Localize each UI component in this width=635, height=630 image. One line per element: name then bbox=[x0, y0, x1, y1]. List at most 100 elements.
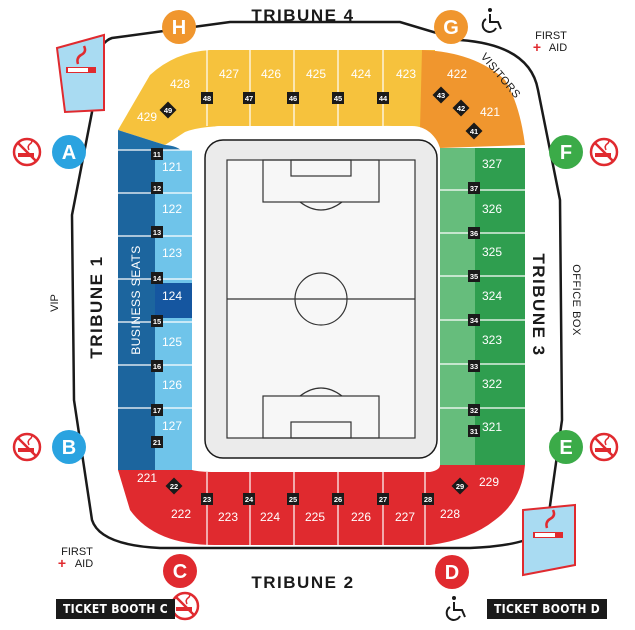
section-label: 124 bbox=[162, 289, 182, 303]
svg-text:36: 36 bbox=[470, 229, 478, 238]
section-label: 126 bbox=[162, 378, 182, 392]
svg-text:13: 13 bbox=[153, 228, 161, 237]
entrance-badge: 28 bbox=[422, 493, 434, 505]
svg-text:48: 48 bbox=[203, 94, 211, 103]
svg-text:A: A bbox=[62, 142, 76, 164]
section-label: 323 bbox=[482, 333, 502, 347]
section-label: 224 bbox=[260, 510, 280, 524]
first-aid-sw: FIRST + AID bbox=[58, 546, 93, 571]
first-aid-ne: FIRST + AID bbox=[533, 30, 567, 55]
smoking-area-icon bbox=[533, 509, 563, 538]
ticket-booth-c: TICKET BOOTH C bbox=[56, 599, 176, 619]
svg-text:AID: AID bbox=[549, 42, 567, 54]
svg-text:49: 49 bbox=[164, 106, 172, 115]
svg-text:FIRST: FIRST bbox=[535, 30, 567, 42]
svg-text:47: 47 bbox=[245, 94, 253, 103]
svg-text:17: 17 bbox=[153, 406, 161, 415]
svg-text:32: 32 bbox=[470, 406, 478, 415]
section-label: 229 bbox=[479, 475, 499, 489]
svg-text:FIRST: FIRST bbox=[61, 546, 93, 558]
entrance-badge: 21 bbox=[151, 436, 163, 448]
entrance-badge: 26 bbox=[332, 493, 344, 505]
section-label: 123 bbox=[162, 246, 182, 260]
svg-text:21: 21 bbox=[153, 438, 161, 447]
vip-label: VIP bbox=[49, 294, 61, 312]
gate-c: C bbox=[163, 554, 197, 588]
section-124-highlight bbox=[155, 283, 192, 318]
no-smoking-icon bbox=[12, 432, 42, 462]
svg-text:35: 35 bbox=[470, 272, 478, 281]
entrance-badge: 13 bbox=[151, 226, 163, 238]
section-label: 127 bbox=[162, 419, 182, 433]
gate-h: H bbox=[162, 10, 196, 44]
wheelchair-icon bbox=[481, 8, 502, 33]
svg-text:E: E bbox=[559, 437, 572, 459]
section-label: 222 bbox=[171, 507, 191, 521]
entrance-badge: 41 bbox=[465, 122, 483, 140]
section-label: 227 bbox=[395, 510, 415, 524]
tribune4-stand bbox=[118, 50, 435, 145]
entrance-badge: 35 bbox=[468, 270, 480, 282]
gate-d: D bbox=[435, 555, 469, 589]
entrance-badge: 11 bbox=[151, 148, 163, 160]
first-aid-cross-icon: + bbox=[533, 39, 541, 55]
tribune2-title: TRIBUNE 2 bbox=[251, 573, 354, 592]
svg-text:AID: AID bbox=[75, 558, 93, 570]
svg-text:29: 29 bbox=[456, 482, 464, 491]
entrance-badge: 14 bbox=[151, 272, 163, 284]
entrance-badge: 17 bbox=[151, 404, 163, 416]
section-label: 226 bbox=[351, 510, 371, 524]
no-smoking-icons bbox=[12, 137, 619, 621]
section-label: 427 bbox=[219, 67, 239, 81]
entrance-badge: 34 bbox=[468, 314, 480, 326]
svg-text:D: D bbox=[445, 562, 459, 584]
svg-text:22: 22 bbox=[170, 482, 178, 491]
office-box-label: OFFICE BOX bbox=[570, 264, 582, 336]
gate-g: G bbox=[434, 10, 468, 44]
svg-text:15: 15 bbox=[153, 317, 161, 326]
entrance-badge: 31 bbox=[468, 425, 480, 437]
svg-text:28: 28 bbox=[424, 495, 432, 504]
svg-text:11: 11 bbox=[153, 150, 161, 159]
svg-text:33: 33 bbox=[470, 362, 478, 371]
section-label: 324 bbox=[482, 289, 502, 303]
no-smoking-icon bbox=[170, 591, 200, 621]
entrance-badge: 32 bbox=[468, 404, 480, 416]
smoking-area-icon bbox=[66, 45, 96, 73]
entrance-badge: 42 bbox=[452, 99, 470, 117]
section-label: 326 bbox=[482, 202, 502, 216]
no-smoking-icon bbox=[589, 432, 619, 462]
svg-text:42: 42 bbox=[457, 104, 465, 113]
svg-text:34: 34 bbox=[470, 316, 479, 325]
entrance-badge: 27 bbox=[377, 493, 389, 505]
first-aid-cross-icon: + bbox=[58, 555, 66, 571]
svg-text:26: 26 bbox=[334, 495, 342, 504]
svg-text:45: 45 bbox=[334, 94, 342, 103]
svg-text:46: 46 bbox=[289, 94, 297, 103]
entrance-badge: 15 bbox=[151, 315, 163, 327]
section-label: 423 bbox=[396, 67, 416, 81]
svg-text:43: 43 bbox=[437, 91, 445, 100]
svg-text:C: C bbox=[173, 561, 187, 583]
tribune1-title: TRIBUNE 1 bbox=[87, 255, 106, 358]
entrance-badge: 29 bbox=[451, 477, 469, 495]
gate-b: B bbox=[52, 430, 86, 464]
svg-text:G: G bbox=[443, 17, 459, 39]
section-label: 421 bbox=[480, 105, 500, 119]
tribune3-inner-band bbox=[440, 148, 475, 465]
svg-text:14: 14 bbox=[153, 274, 162, 283]
svg-text:41: 41 bbox=[470, 127, 478, 136]
section-label: 327 bbox=[482, 157, 502, 171]
football-pitch bbox=[226, 159, 416, 439]
section-label: 122 bbox=[162, 202, 182, 216]
section-label: 429 bbox=[137, 110, 157, 124]
entrance-badge: 24 bbox=[243, 493, 255, 505]
svg-text:12: 12 bbox=[153, 184, 161, 193]
smoking-area-se bbox=[522, 503, 576, 577]
section-label: 223 bbox=[218, 510, 238, 524]
gate-a: A bbox=[52, 135, 86, 169]
entrance-badge: 12 bbox=[151, 182, 163, 194]
